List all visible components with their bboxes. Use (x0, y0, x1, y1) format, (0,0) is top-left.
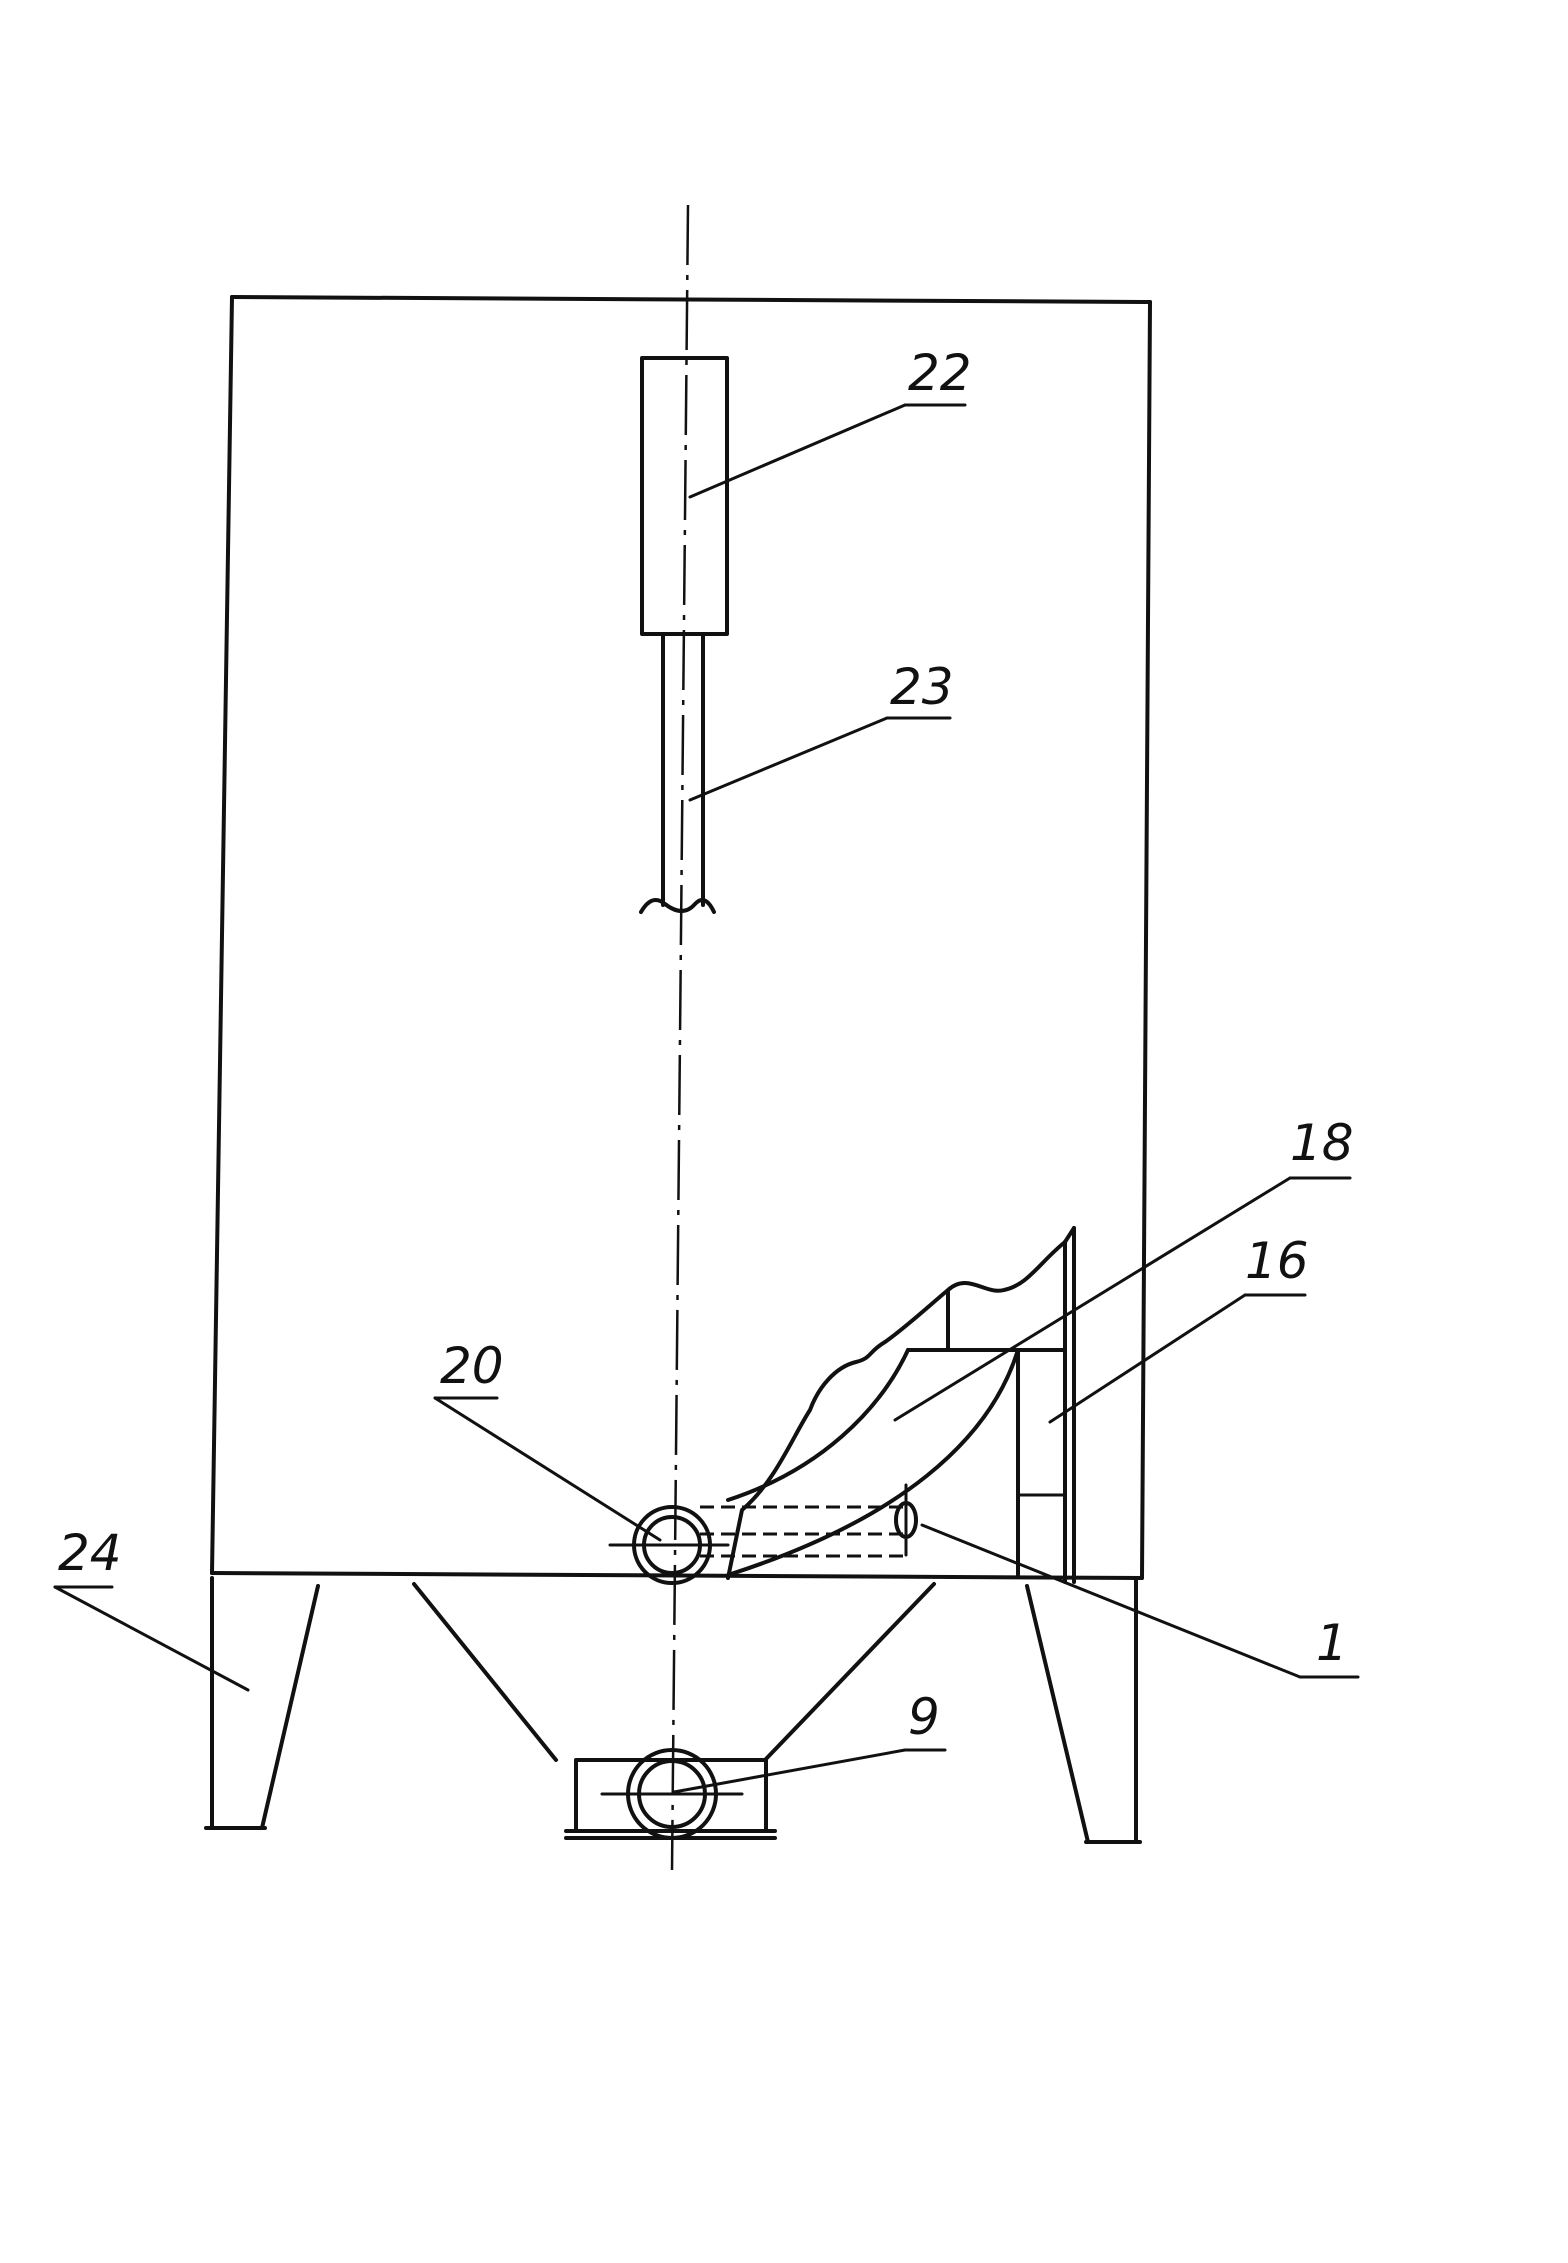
hinge-shaft (608, 1483, 918, 1585)
right-leg (1025, 1578, 1142, 1844)
svg-text:1: 1 (1316, 1614, 1348, 1672)
piston-rod (639, 632, 716, 914)
left-leg (204, 1576, 320, 1830)
label-20: 20 (433, 1337, 662, 1542)
svg-text:16: 16 (1245, 1232, 1309, 1290)
label-18: 18 (893, 1114, 1354, 1422)
tank-body (210, 295, 1152, 1580)
svg-text:18: 18 (1290, 1114, 1354, 1172)
cylinder (640, 356, 729, 636)
svg-text:22: 22 (908, 344, 972, 402)
svg-text:20: 20 (440, 1337, 504, 1395)
svg-text:24: 24 (58, 1524, 122, 1582)
label-16: 16 (1048, 1232, 1309, 1424)
label-24: 24 (53, 1524, 250, 1692)
label-9: 9 (672, 1688, 947, 1794)
label-23: 23 (688, 658, 954, 802)
svg-text:23: 23 (890, 658, 954, 716)
svg-text:9: 9 (908, 1688, 940, 1746)
label-1: 1 (920, 1523, 1360, 1679)
swing-flap (726, 1240, 1067, 1580)
hopper-outlet (412, 1582, 936, 1840)
vertical-center-line (670, 204, 690, 1871)
label-22: 22 (688, 344, 972, 499)
